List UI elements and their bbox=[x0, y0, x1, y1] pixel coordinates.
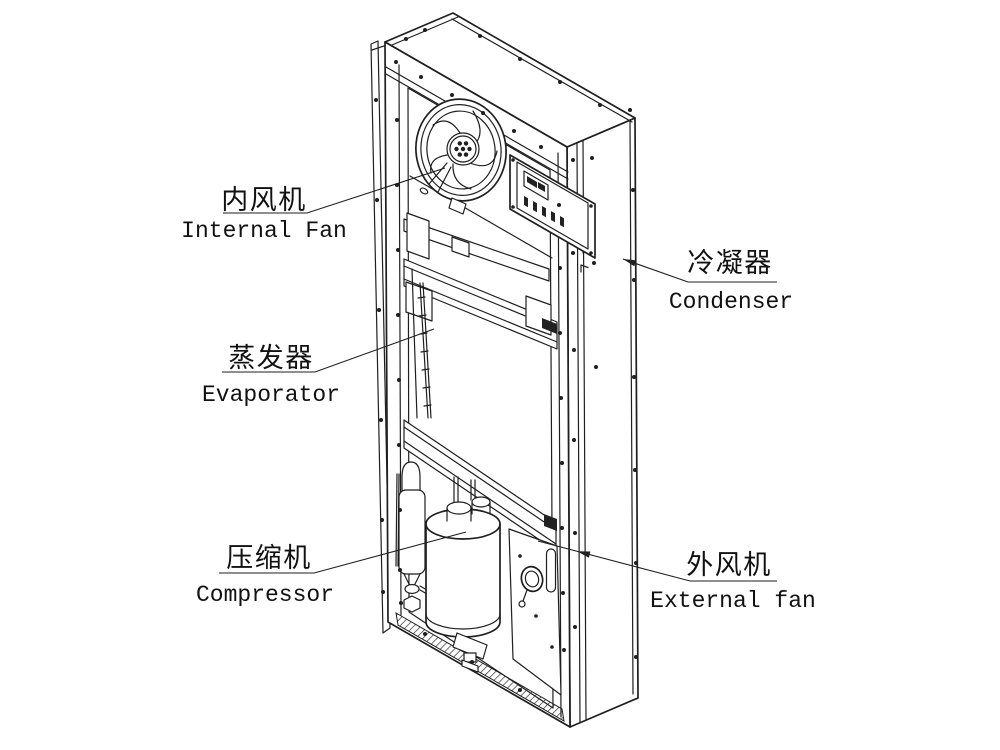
arrowhead-external-fan bbox=[577, 551, 591, 558]
compressor-body bbox=[425, 523, 501, 638]
vent-knockout-mark bbox=[580, 264, 589, 273]
label-evaporator-zh: 蒸发器 bbox=[228, 343, 314, 373]
mount-bolt bbox=[403, 595, 421, 613]
label-external-fan-en: External fan bbox=[650, 588, 816, 614]
accumulator-elbow bbox=[401, 461, 421, 492]
evaporator-beam-assembly bbox=[403, 212, 558, 350]
rivets bbox=[374, 28, 638, 692]
arrowhead-condenser bbox=[623, 259, 637, 267]
leader-internal-fan bbox=[223, 167, 446, 214]
label-condenser-en: Condenser bbox=[669, 289, 793, 315]
control-panel bbox=[509, 154, 596, 259]
left-flange-strip bbox=[370, 40, 391, 634]
base-sill-hatch bbox=[395, 612, 565, 722]
cable-slot bbox=[545, 548, 557, 593]
callouts bbox=[219, 167, 777, 582]
label-compressor-en: Compressor bbox=[196, 582, 334, 608]
fan-bracket bbox=[448, 197, 467, 215]
label-internal-fan-en: Internal Fan bbox=[181, 218, 347, 244]
label-compressor-zh: 压缩机 bbox=[226, 543, 312, 573]
internal-fan-assembly bbox=[415, 98, 507, 215]
terminal-blocks bbox=[524, 196, 564, 228]
compressor-foot bbox=[452, 632, 488, 660]
leader-condenser bbox=[622, 258, 777, 283]
label-external-fan-zh: 外风机 bbox=[686, 550, 772, 580]
labels: 内风机 Internal Fan 冷凝器 Condenser 蒸发器 Evapo… bbox=[181, 185, 816, 614]
condenser-side-panel bbox=[566, 117, 639, 728]
refrigerant-pipes bbox=[411, 268, 432, 419]
label-evaporator-en: Evaporator bbox=[202, 382, 340, 408]
external-fan-panel bbox=[508, 528, 562, 696]
leader-evaporator bbox=[222, 328, 435, 373]
compressor-assembly bbox=[425, 476, 501, 673]
leader-compressor bbox=[219, 531, 467, 574]
label-internal-fan-zh: 内风机 bbox=[221, 185, 307, 215]
fan-hub-vents bbox=[454, 141, 472, 157]
label-condenser-zh: 冷凝器 bbox=[687, 248, 773, 278]
